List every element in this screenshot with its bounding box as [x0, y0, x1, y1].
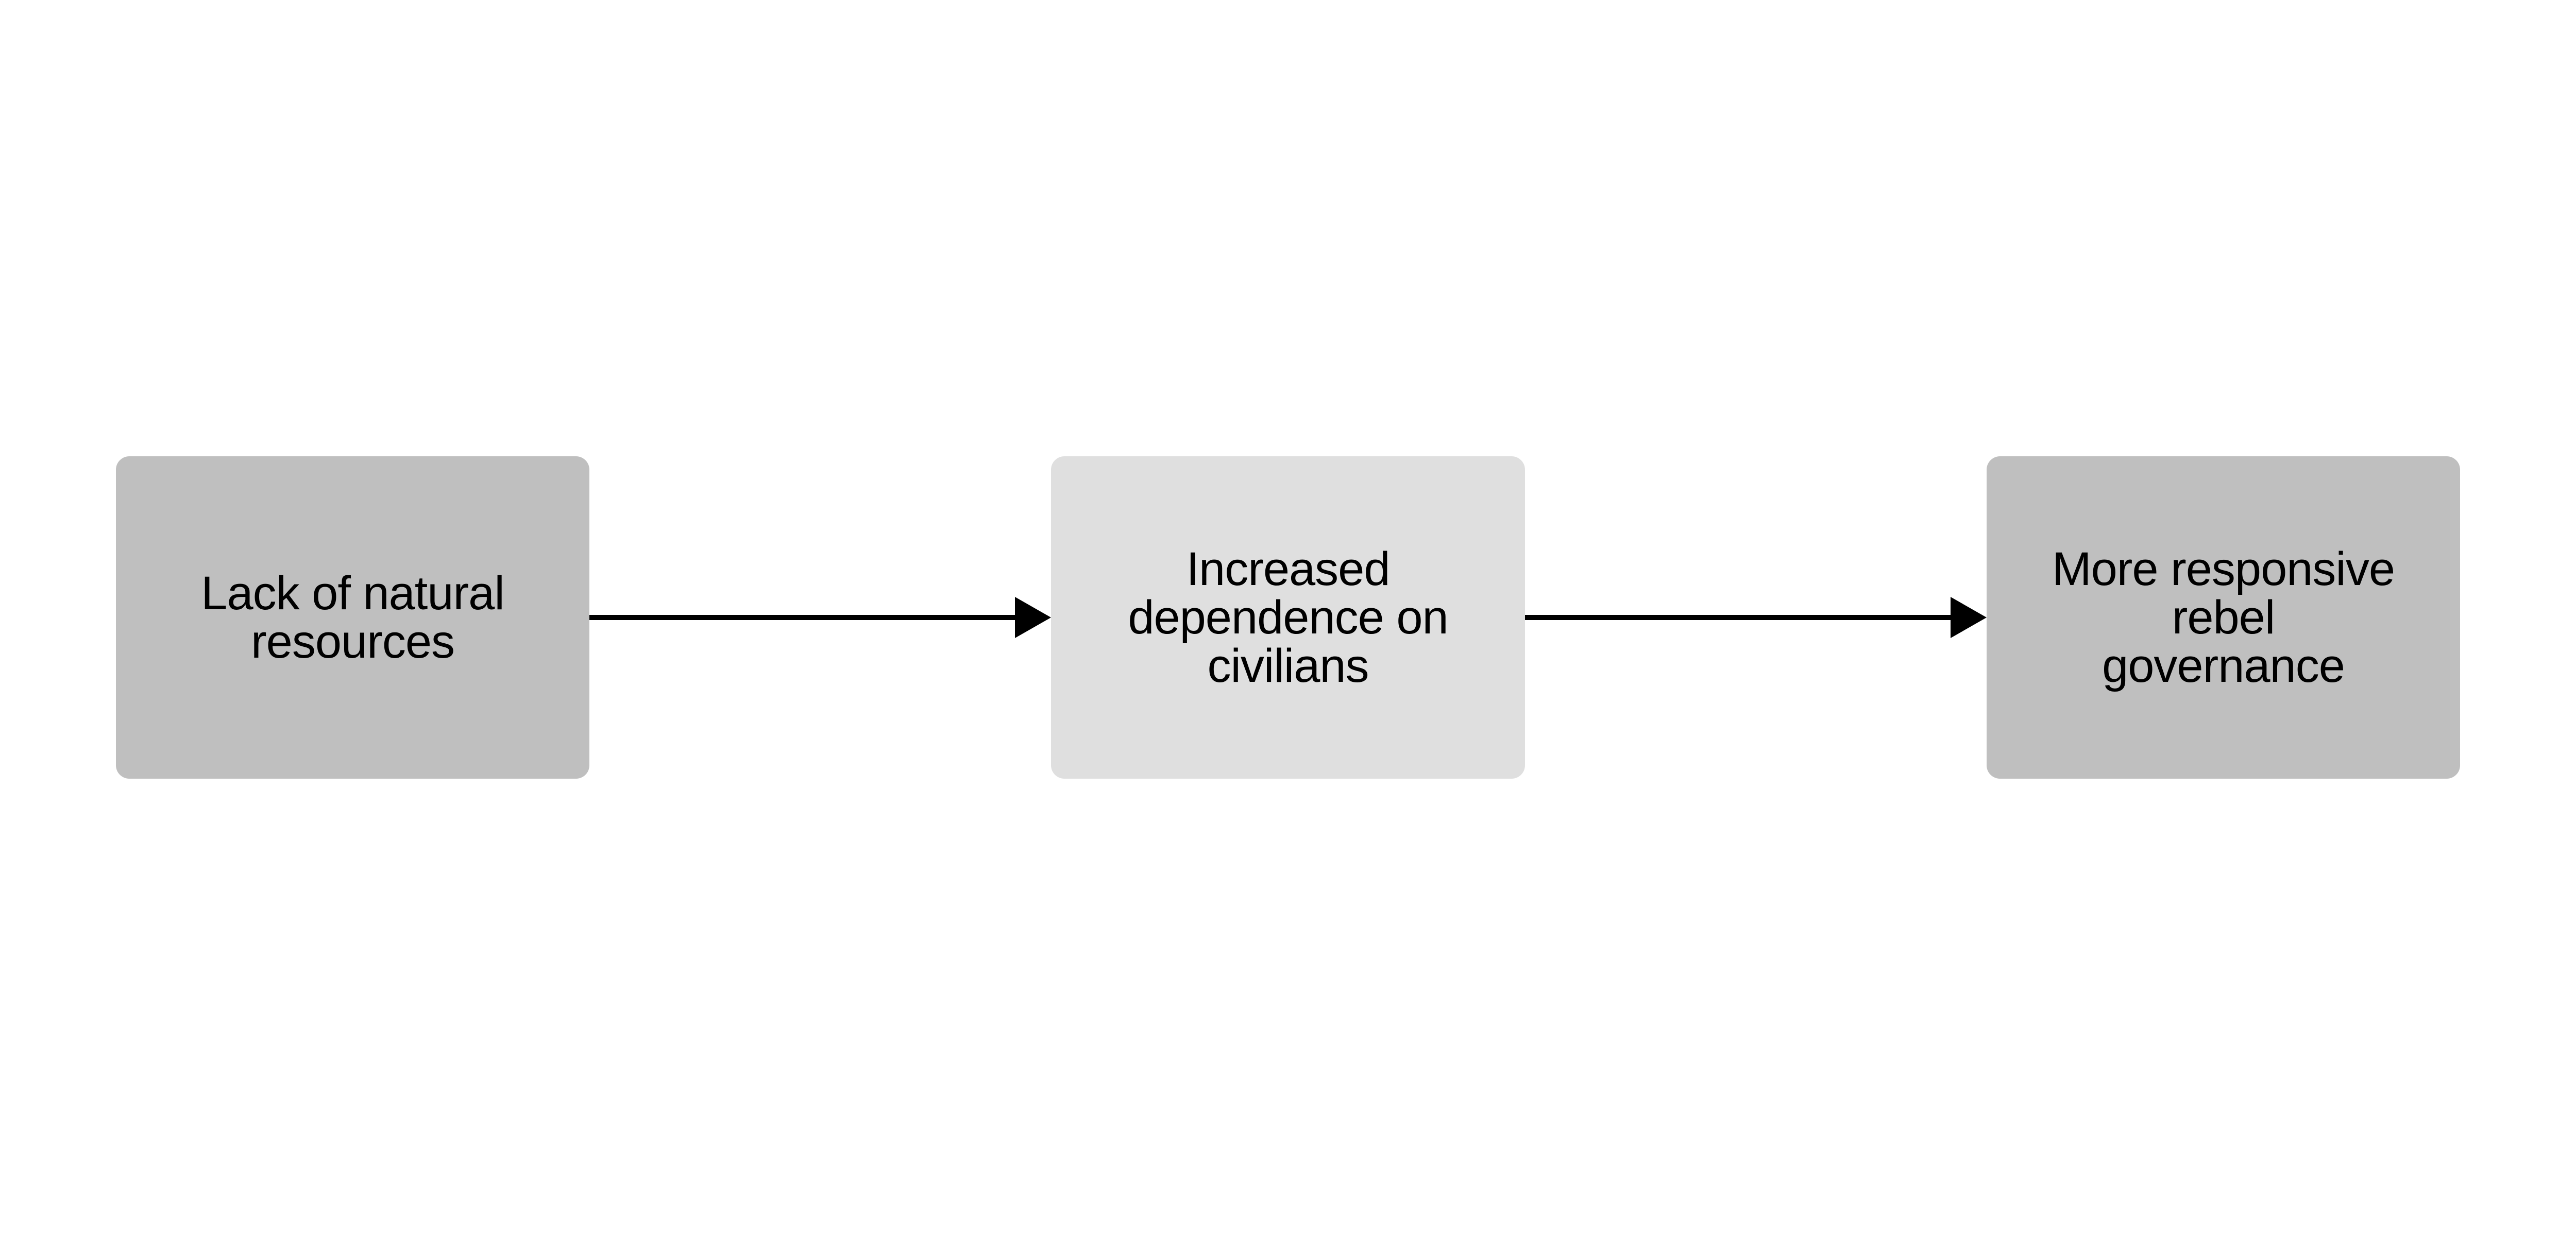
- flow-diagram: Lack of natural resources Increased depe…: [0, 456, 2576, 779]
- edge-resources-to-dependence: [589, 597, 1052, 638]
- node-increased-dependence-on-civilians: Increased dependence on civilians: [1051, 456, 1525, 779]
- edge-line: [1524, 615, 1953, 620]
- edge-line: [589, 615, 1018, 620]
- node-label: Lack of natural resources: [201, 567, 504, 668]
- arrowhead-icon: [1015, 597, 1052, 638]
- node-label: Increased dependence on civilians: [1128, 543, 1448, 692]
- node-label: More responsive rebel governance: [2052, 543, 2395, 692]
- node-more-responsive-rebel-governance: More responsive rebel governance: [1986, 456, 2461, 779]
- node-lack-of-natural-resources: Lack of natural resources: [116, 456, 590, 779]
- arrowhead-icon: [1950, 597, 1987, 638]
- edge-dependence-to-governance: [1524, 597, 1987, 638]
